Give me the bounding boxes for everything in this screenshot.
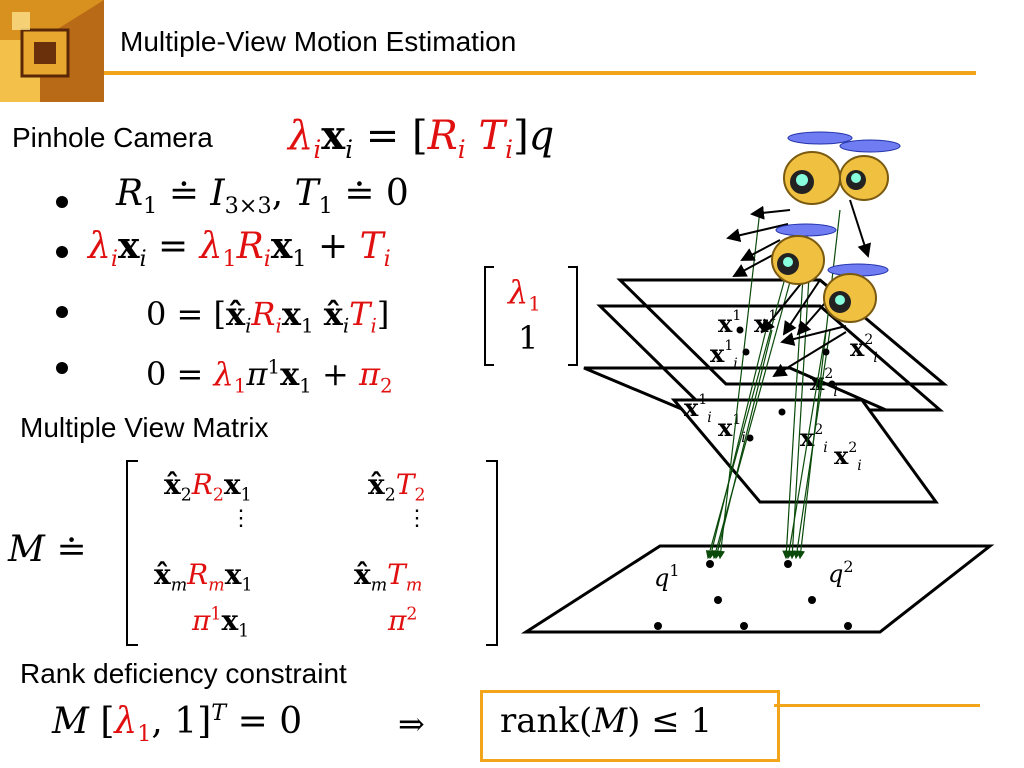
bullet (56, 196, 68, 208)
image-plane (670, 398, 939, 504)
vector-bracket-left (484, 266, 494, 366)
helicopter-icon (839, 139, 901, 201)
matrix-cell-r3c2: x̂mTm (354, 558, 423, 596)
title-rule (104, 71, 976, 75)
q2-label: q2 (828, 557, 854, 588)
matrix-vdots-c2: ⋮ (406, 506, 428, 531)
section-matrix: Multiple View Matrix (20, 412, 269, 443)
multiview-diagram: x1 x1 x1i x2i x2i x1i x1i x2i x2i (520, 131, 995, 634)
svg-text:x1i: x1i (718, 412, 746, 446)
matrix-vdots-c1: ⋮ (230, 506, 252, 531)
helicopter-icon (771, 223, 837, 285)
rank-rule (774, 704, 980, 707)
matrix-cell-r4c1: π1x1 (192, 604, 250, 642)
bullet (56, 246, 68, 258)
matrix-cell-r1c2: x̂2T2 (368, 468, 426, 506)
implies-arrow: ⇒ (398, 705, 425, 743)
vector-lambda: λ1 (508, 273, 541, 316)
equation-projection: λixi = λ1Rix1 + Ti (88, 225, 391, 273)
helicopter-icon (783, 131, 853, 205)
logo-icon (0, 0, 104, 102)
bullet (56, 362, 68, 374)
equation-init: R1 ≐ I3×3, T1 ≐ 0 (116, 173, 409, 220)
image-plane (596, 304, 945, 412)
q1-label: q1 (654, 561, 680, 592)
matrix-bracket-left (126, 460, 138, 646)
slide-title: Multiple-View Motion Estimation (120, 26, 517, 57)
vector-one: 1 (518, 319, 539, 357)
equation-pi: 0 = λ1π1x1 + π2 (146, 355, 393, 398)
bullet (56, 306, 68, 318)
rank-result: rank(M) ≤ 1 (500, 701, 713, 741)
matrix-lhs: M ≐ (8, 529, 87, 570)
rank-equation: M [λ1, 1]T = 0 (52, 700, 303, 748)
section-pinhole: Pinhole Camera (12, 122, 213, 153)
vector-bracket-right (568, 266, 578, 366)
image-plane (583, 366, 887, 412)
pinhole-equation: λixi = [Ri Ti]q (288, 112, 555, 164)
section-rank: Rank deficiency constraint (20, 658, 347, 689)
matrix-cell-r3c1: x̂mRmx1 (154, 558, 253, 596)
rank-result-box (480, 690, 780, 762)
ground-plane (520, 544, 995, 634)
matrix-bracket-right (486, 460, 498, 646)
helicopter-icon (823, 263, 889, 323)
equation-constraint: 0 = [x̂iRix1 x̂iTi] (146, 295, 390, 338)
matrix-cell-r4c2: π2 (388, 604, 418, 637)
matrix-cell-r1c1: x̂2R2x1 (164, 468, 252, 506)
